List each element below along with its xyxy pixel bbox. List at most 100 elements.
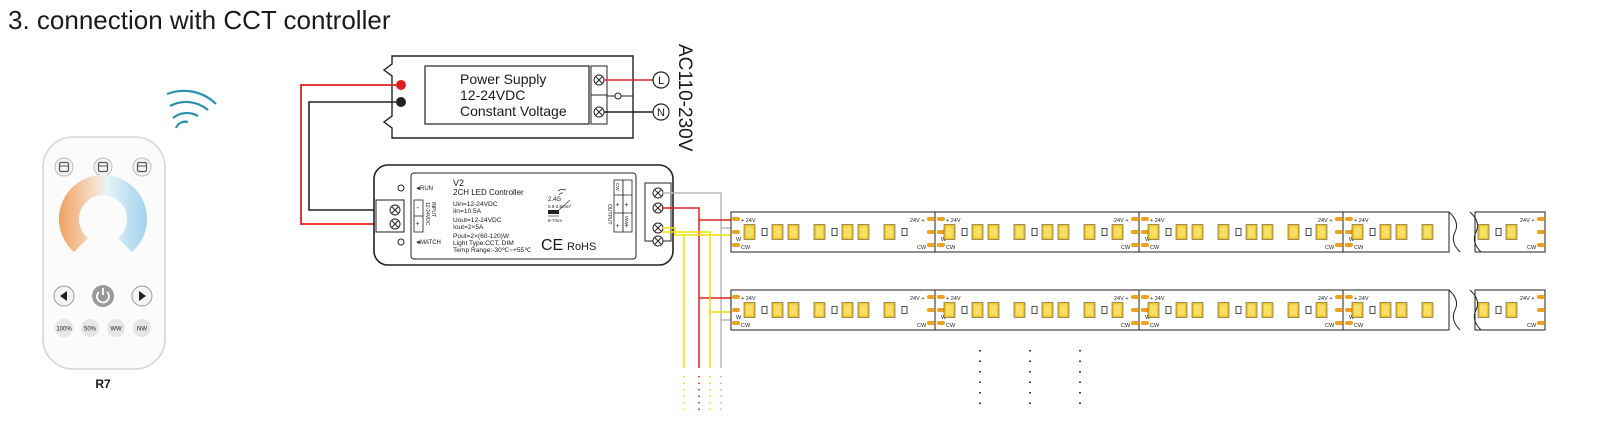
led-chip-core <box>1264 226 1271 238</box>
power-button[interactable] <box>92 285 114 307</box>
led-chip-core <box>790 304 797 316</box>
solder-pad <box>937 217 945 221</box>
right-button[interactable] <box>131 285 153 307</box>
w-label: W <box>736 315 742 321</box>
led-chip-core <box>1248 226 1255 238</box>
led-chip-core <box>1178 304 1185 316</box>
cw-label: CW <box>1325 323 1335 329</box>
led-chip-core <box>1398 226 1405 238</box>
zone-button-3[interactable] <box>132 157 152 177</box>
solder-pad <box>1537 217 1545 221</box>
solder-pad <box>1131 321 1139 325</box>
led-chip-core <box>1114 226 1121 238</box>
solder-pad <box>937 295 945 299</box>
led-chip-core <box>1178 226 1185 238</box>
led-chip-core <box>1480 304 1487 316</box>
zone-icon <box>97 161 109 173</box>
zone-button-2[interactable] <box>93 157 113 177</box>
w-label: W <box>1145 237 1151 243</box>
led-chip-core <box>1220 226 1227 238</box>
solder-pad <box>1335 295 1343 299</box>
svg-text:+: + <box>416 221 420 228</box>
preset-button-ww[interactable]: WW <box>107 319 125 337</box>
svg-text:◄: ◄ <box>415 240 421 246</box>
solder-pad <box>1345 217 1353 221</box>
ce-mark: CE <box>541 237 563 254</box>
led-chip-core <box>990 304 997 316</box>
preset-button-50[interactable]: 50% <box>81 319 99 337</box>
led-chip-core <box>1194 226 1201 238</box>
solder-pad <box>1537 308 1545 312</box>
controller-name: 2CH LED Controller <box>453 188 524 197</box>
spec-6: Temp Range:-30℃~+55℃ <box>453 247 532 254</box>
resistor <box>1235 306 1242 314</box>
led-chip-core <box>1220 304 1227 316</box>
output-wires <box>662 192 731 368</box>
dc-input-wires <box>300 84 396 225</box>
led-chip-core <box>946 226 953 238</box>
led-chip-core <box>1150 304 1157 316</box>
preset-button-100[interactable]: 100% <box>55 319 73 337</box>
solder-pad <box>937 308 945 312</box>
led-chip-core <box>844 226 851 238</box>
left-button[interactable] <box>53 285 75 307</box>
plus-label: + 24V <box>1150 218 1165 224</box>
plus-label: 24V + <box>1114 218 1129 224</box>
led-chip-core <box>1060 304 1067 316</box>
output-screw-4 <box>652 235 664 247</box>
plus-label: + 24V <box>1354 296 1369 302</box>
led-chip-core <box>1318 226 1325 238</box>
led-chip-core <box>1508 304 1515 316</box>
wire-gauge-label: 0.5-2.5mm² <box>548 204 572 209</box>
solder-pad <box>1131 308 1139 312</box>
led-chip-core <box>1150 226 1157 238</box>
output-screw-1 <box>652 187 664 199</box>
solder-pad <box>927 217 935 221</box>
left-arrow-icon <box>60 291 67 301</box>
rf-label: 2.4G <box>548 197 561 203</box>
ac-terminal-n: N <box>652 103 670 121</box>
led-chip-core <box>746 304 753 316</box>
led-chip-core <box>1382 226 1389 238</box>
led-chip-core <box>1016 304 1023 316</box>
solder-pad <box>1131 243 1139 247</box>
plus-label: 24V + <box>910 296 925 302</box>
wire-continuation-dots <box>683 376 722 410</box>
preset-label: 100% <box>56 327 72 333</box>
ac-n-label: N <box>657 107 665 119</box>
led-chip-core <box>1480 226 1487 238</box>
solder-pad <box>1141 217 1149 221</box>
wire-strip-icon <box>548 210 559 214</box>
led-chip-core <box>1086 304 1093 316</box>
cw-label: CW <box>1150 245 1160 251</box>
cw-label: CW <box>917 245 927 251</box>
cw-label: CW <box>946 245 956 251</box>
cw-label: CW <box>1354 323 1364 329</box>
resistor <box>1495 228 1502 236</box>
cct-touch-wheel[interactable] <box>58 174 147 252</box>
ac-terminal-l: L <box>652 71 670 89</box>
match-label: MATCH <box>420 240 441 246</box>
resistor <box>1165 228 1172 236</box>
solder-pad <box>732 217 740 221</box>
ac-input-label: AC110-230V <box>674 44 695 152</box>
led-chip-core <box>1086 226 1093 238</box>
input-voltage-label: 12-24VDC <box>424 202 430 226</box>
solder-pad <box>732 321 740 325</box>
match-button[interactable] <box>397 238 405 246</box>
solder-pad <box>1537 230 1545 234</box>
solder-pad <box>1141 243 1149 247</box>
spec-3: Iout=2×5A <box>453 224 484 231</box>
preset-button-nw[interactable]: NW <box>133 319 151 337</box>
solder-pad <box>1537 295 1545 299</box>
led-chip-core <box>1194 304 1201 316</box>
resistor <box>1031 306 1038 314</box>
plus-label: 24V + <box>1318 296 1333 302</box>
cw-label: CW <box>946 323 956 329</box>
zone-button-1[interactable] <box>54 157 74 177</box>
svg-text:+: + <box>625 223 629 230</box>
w-label: W <box>941 315 947 321</box>
